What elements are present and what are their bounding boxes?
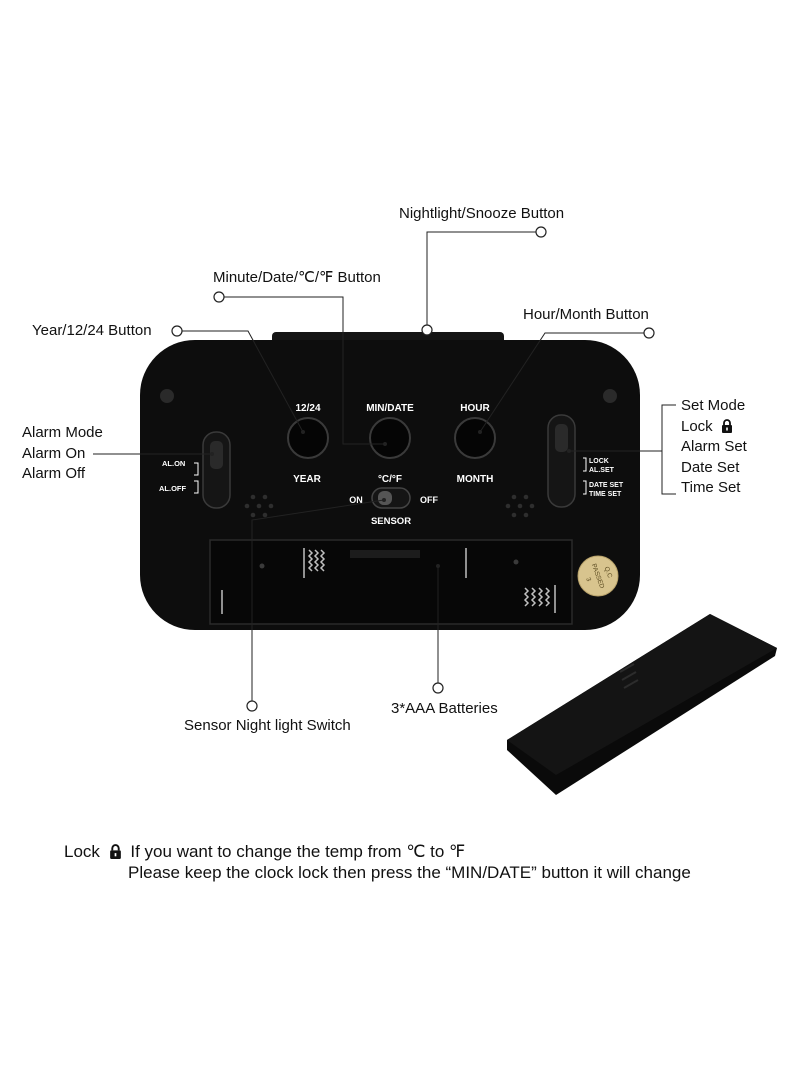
lock-label: Lock	[681, 417, 713, 435]
qc-line1: Q.C	[603, 566, 614, 580]
leader-ends	[210, 430, 571, 568]
nightlight-snooze-label: Nightlight/Snooze Button	[399, 205, 565, 222]
note-lock-label: Lock	[64, 842, 100, 861]
battery-springs	[221, 548, 556, 614]
leader-end	[301, 430, 305, 434]
sensor-switch-knob	[378, 491, 392, 505]
al-set-label: AL.SET	[589, 467, 615, 474]
switch-on-label: ON	[349, 495, 363, 505]
leader-dots	[171, 226, 655, 712]
note-line1-text: If you want to change the temp from ℃ to…	[130, 842, 466, 861]
leader-end	[383, 442, 387, 446]
btn-cf-label: °C/°F	[378, 474, 402, 485]
sensor-switch-label: Sensor Night light Switch	[184, 717, 351, 734]
date-set-label: DATE SET	[589, 482, 624, 489]
min-date-button	[369, 417, 411, 459]
time-set-label: Time Set	[681, 479, 741, 496]
alarm-off-label: Alarm Off	[22, 465, 86, 482]
minute-date-label: Minute/Date/℃/℉ Button	[213, 269, 381, 286]
btn-hour-label: HOUR	[460, 403, 490, 414]
compartment-dot	[513, 559, 519, 565]
lock-icon	[109, 844, 121, 859]
battery-cover-grip	[619, 663, 639, 689]
speaker-grill-left	[244, 494, 274, 518]
leader-dot	[432, 682, 444, 694]
leader-set-mode	[569, 404, 676, 495]
lock-row: Lock	[681, 417, 747, 438]
al-on-label: AL.ON	[162, 459, 185, 468]
leader-dot	[246, 700, 258, 712]
btn-year-label: YEAR	[293, 474, 322, 485]
date-set-label: Date Set	[681, 458, 740, 476]
speaker-grill-right	[505, 494, 535, 518]
switch-off-label: OFF	[420, 495, 438, 505]
alarm-labels: Alarm Mode Alarm On Alarm Off	[22, 423, 103, 485]
qc-line3: 3	[584, 577, 592, 583]
btn-month-label: MONTH	[457, 474, 494, 485]
battery-cover	[507, 614, 777, 795]
alarm-on-label: Alarm On	[22, 444, 86, 462]
leader-end	[567, 449, 571, 453]
screw-hole-left	[160, 389, 174, 403]
note-line-2: Please keep the clock lock then press th…	[128, 863, 691, 882]
btn-min-date-label: MIN/DATE	[366, 403, 414, 414]
leader-lines	[93, 231, 676, 702]
time-set-label: TIME SET	[589, 491, 622, 498]
note-line-1: Lock If you want to change the temp from…	[64, 842, 465, 862]
qc-sticker	[577, 555, 619, 597]
year-1224-label: Year/12/24 Button	[32, 322, 152, 339]
set-mode-label: Set Mode	[681, 397, 746, 414]
leader-end	[436, 564, 440, 568]
mode-slider	[547, 414, 576, 508]
leader-dot	[643, 327, 655, 339]
hour-month-label: Hour/Month Button	[523, 306, 649, 323]
leader-nightlight	[426, 231, 541, 326]
leader-end	[382, 498, 386, 502]
alarm-set-label: Alarm Set	[681, 438, 747, 455]
leader-sensor	[251, 499, 385, 702]
al-off-label: AL.OFF	[159, 484, 186, 493]
mode-brackets	[583, 457, 587, 495]
mode-slider-knob	[555, 424, 568, 452]
leader-dot	[171, 325, 183, 337]
leader-hour	[479, 332, 644, 433]
compartment-dot	[259, 563, 265, 569]
clock-back-panel: SNOOZE/LIGHT 12/24 MIN/DATE HOUR YEAR °C…	[140, 332, 640, 630]
lock-device-label: LOCK	[589, 458, 609, 465]
year-12-24-button	[287, 417, 329, 459]
leader-dot	[213, 291, 225, 303]
alarm-slider-knob	[210, 441, 223, 469]
leader-end	[478, 430, 482, 434]
alarm-mode-label: Alarm Mode	[22, 424, 103, 441]
leader-end	[210, 452, 214, 456]
screw-hole-right	[603, 389, 617, 403]
battery-marking	[350, 550, 420, 558]
alarm-slider	[202, 431, 231, 509]
hour-month-button	[454, 417, 496, 459]
sensor-label: SENSOR	[371, 516, 411, 527]
batteries-label: 3*AAA Batteries	[391, 700, 498, 717]
lock-icon	[721, 418, 732, 433]
leader-min-date	[224, 296, 385, 445]
leader-dot	[421, 324, 433, 336]
battery-cover-face	[507, 614, 777, 775]
btn-12-24-label: 12/24	[295, 403, 320, 414]
leader-dot	[535, 226, 547, 238]
set-mode-labels: Set Mode Lock Alarm Set Date Set Time Se…	[681, 396, 747, 499]
alarm-brackets	[194, 462, 199, 494]
leader-year	[182, 330, 304, 433]
